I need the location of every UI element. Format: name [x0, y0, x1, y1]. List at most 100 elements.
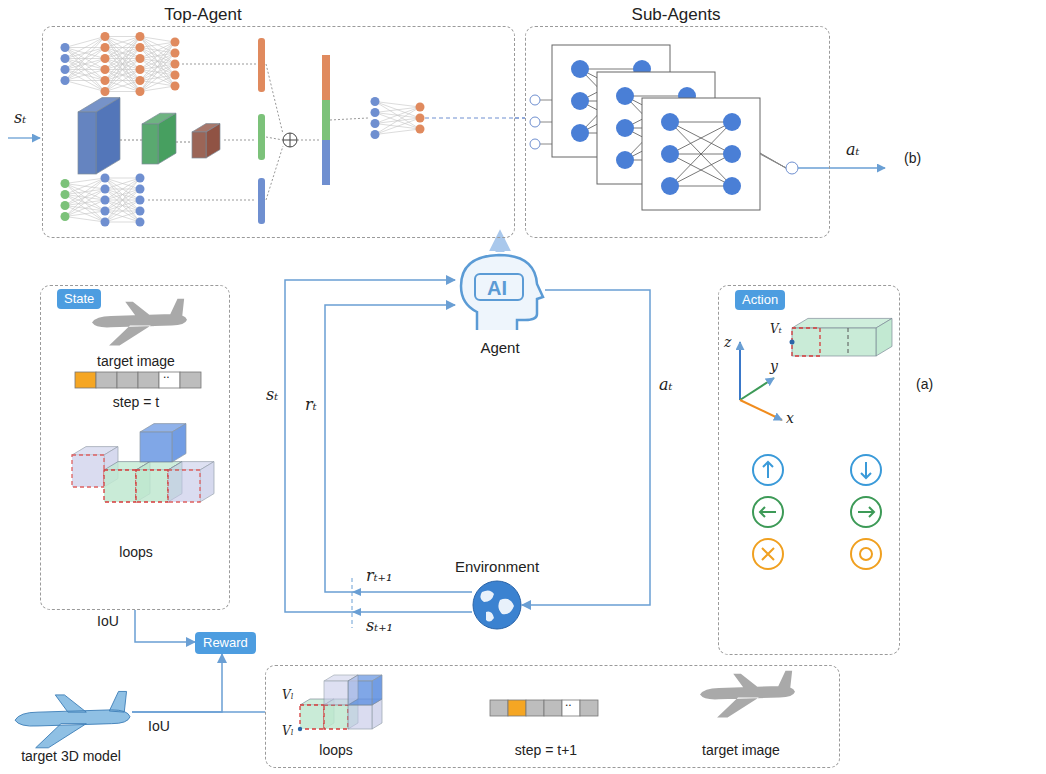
network-link: [65, 178, 105, 217]
airplane-shape: [15, 691, 130, 747]
edge-label: rₜ: [303, 395, 319, 415]
network-link: [670, 122, 732, 123]
step-cell: [526, 700, 544, 716]
tag-box: Reward: [195, 632, 256, 654]
loop-outline: [792, 328, 820, 356]
neuron: [101, 196, 110, 205]
network-link: [105, 37, 140, 92]
cube: [142, 113, 176, 164]
step-cell: [580, 700, 598, 716]
cube: [324, 675, 358, 705]
cube-front: [300, 705, 324, 729]
input-node: [530, 95, 540, 105]
agent-head: [461, 255, 543, 330]
network-link: [65, 80, 105, 81]
step-cell: [75, 372, 96, 388]
action-icon: [753, 497, 783, 527]
neuron: [171, 38, 180, 47]
annotation: ..: [565, 695, 572, 710]
network-link: [105, 37, 140, 48]
neuron: [416, 114, 425, 123]
network-link: [65, 59, 105, 81]
network-link: [65, 48, 105, 81]
network-link: [375, 107, 420, 135]
feature-bar: [258, 38, 265, 92]
edge-label: aₜ: [657, 375, 674, 395]
cube-front: [78, 112, 96, 174]
network-link: [105, 70, 140, 92]
network-link: [140, 37, 175, 87]
math-symbol: sₜ: [14, 108, 26, 128]
neuron: [616, 87, 634, 105]
network-link: [105, 178, 140, 189]
tag-label: Action: [735, 290, 785, 310]
network-layer: [371, 97, 425, 139]
neuron: [136, 218, 145, 227]
neuron: [101, 54, 110, 63]
feature-bar: [258, 178, 265, 224]
network-link: [140, 42, 175, 81]
connector: [132, 711, 265, 713]
feature-link: [266, 146, 283, 200]
network-link: [105, 37, 140, 81]
neuron: [61, 190, 70, 199]
network-link: [105, 70, 140, 92]
connector: [132, 654, 222, 712]
cube: [140, 424, 186, 462]
conv-link: [176, 142, 192, 143]
time-divider: [352, 578, 353, 628]
globe-land: [480, 590, 514, 621]
network-link: [105, 37, 140, 48]
neuron: [171, 49, 180, 58]
network-link: [105, 37, 140, 92]
sub-agent-network: [642, 98, 760, 210]
airplane-silhouette: [15, 691, 130, 747]
cube: [78, 98, 120, 174]
step-cell: [544, 700, 562, 716]
node-label: step = t+1: [476, 742, 616, 759]
action-icon: [753, 539, 783, 569]
neuron: [101, 65, 110, 74]
connector: [515, 117, 525, 119]
cube-side: [206, 124, 220, 158]
network-link: [105, 91, 140, 92]
neuron: [61, 76, 70, 85]
neuron: [136, 76, 145, 85]
dashed-panel: Action: [718, 285, 900, 655]
network-link: [65, 37, 105, 70]
node-label: Reward: [203, 635, 248, 651]
icon-node: target 3D model: [10, 680, 132, 742]
cube-front: [168, 470, 200, 502]
network-link: [105, 48, 140, 92]
network-link: [65, 189, 105, 217]
network-link: [140, 75, 175, 92]
math-symbol: rₜ₊₁: [366, 566, 392, 586]
neuron: [101, 87, 110, 96]
network-link: [65, 217, 105, 223]
neuron: [136, 54, 145, 63]
y-axis: [740, 378, 774, 400]
network-link: [65, 211, 105, 217]
edge-label: sₜ: [264, 385, 280, 405]
neuron: [101, 32, 110, 41]
neuron: [101, 174, 110, 183]
neuron: [136, 174, 145, 183]
network-link: [375, 102, 420, 130]
icon-ring: [753, 497, 783, 527]
x-axis: [740, 400, 782, 420]
math-symbol: Vₗ: [282, 724, 294, 739]
math-symbol: Vₜ: [770, 322, 782, 337]
network-link: [105, 200, 140, 222]
annotation: ..: [163, 367, 170, 382]
node-label: Environment: [437, 557, 557, 576]
cube-front: [192, 132, 206, 158]
cube-side: [348, 675, 358, 705]
neuron: [136, 87, 145, 96]
step-cell: [117, 372, 138, 388]
neuron: [416, 103, 425, 112]
neuron: [136, 196, 145, 205]
network-link: [105, 222, 140, 223]
neuron: [616, 151, 634, 169]
connector: [522, 290, 650, 605]
neuron: [61, 212, 70, 221]
